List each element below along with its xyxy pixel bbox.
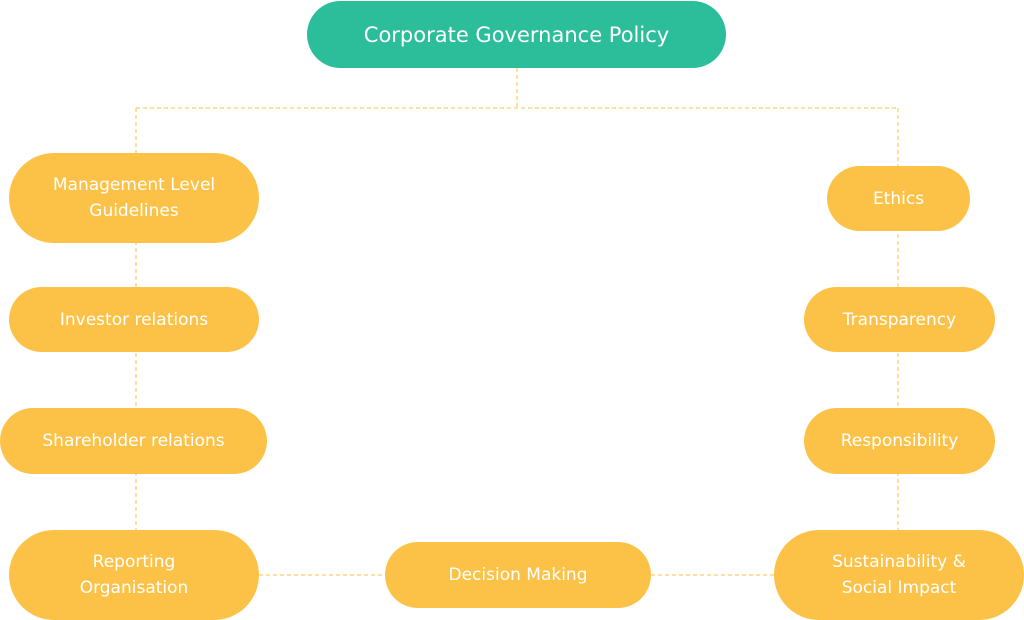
node-responsibility: Responsibility: [804, 408, 995, 474]
node-transparency: Transparency: [804, 287, 995, 352]
node-label: Decision Making: [448, 565, 588, 585]
node-corporate-governance-policy: Corporate Governance Policy: [307, 1, 726, 68]
node-decision-making: Decision Making: [385, 542, 651, 608]
node-shareholder-relations: Shareholder relations: [0, 408, 267, 474]
node-investor-relations: Investor relations: [9, 287, 259, 352]
node-ethics: Ethics: [827, 166, 970, 231]
node-management-level-guidelines: Management Level Guidelines: [9, 153, 259, 243]
node-reporting-organisation: Reporting Organisation: [9, 530, 259, 620]
node-label: Ethics: [872, 188, 925, 209]
node-label: Investor relations: [59, 309, 209, 330]
node-label: Management Level Guidelines: [52, 175, 216, 221]
node-label: Responsibility: [840, 431, 959, 451]
node-label: Sustainability & Social Impact: [832, 552, 966, 598]
node-label: Corporate Governance Policy: [363, 22, 670, 47]
node-label: Transparency: [842, 309, 957, 330]
node-label: Shareholder relations: [42, 431, 225, 451]
node-label: Reporting Organisation: [79, 552, 189, 598]
node-sustainability-social-impact: Sustainability & Social Impact: [774, 530, 1024, 620]
